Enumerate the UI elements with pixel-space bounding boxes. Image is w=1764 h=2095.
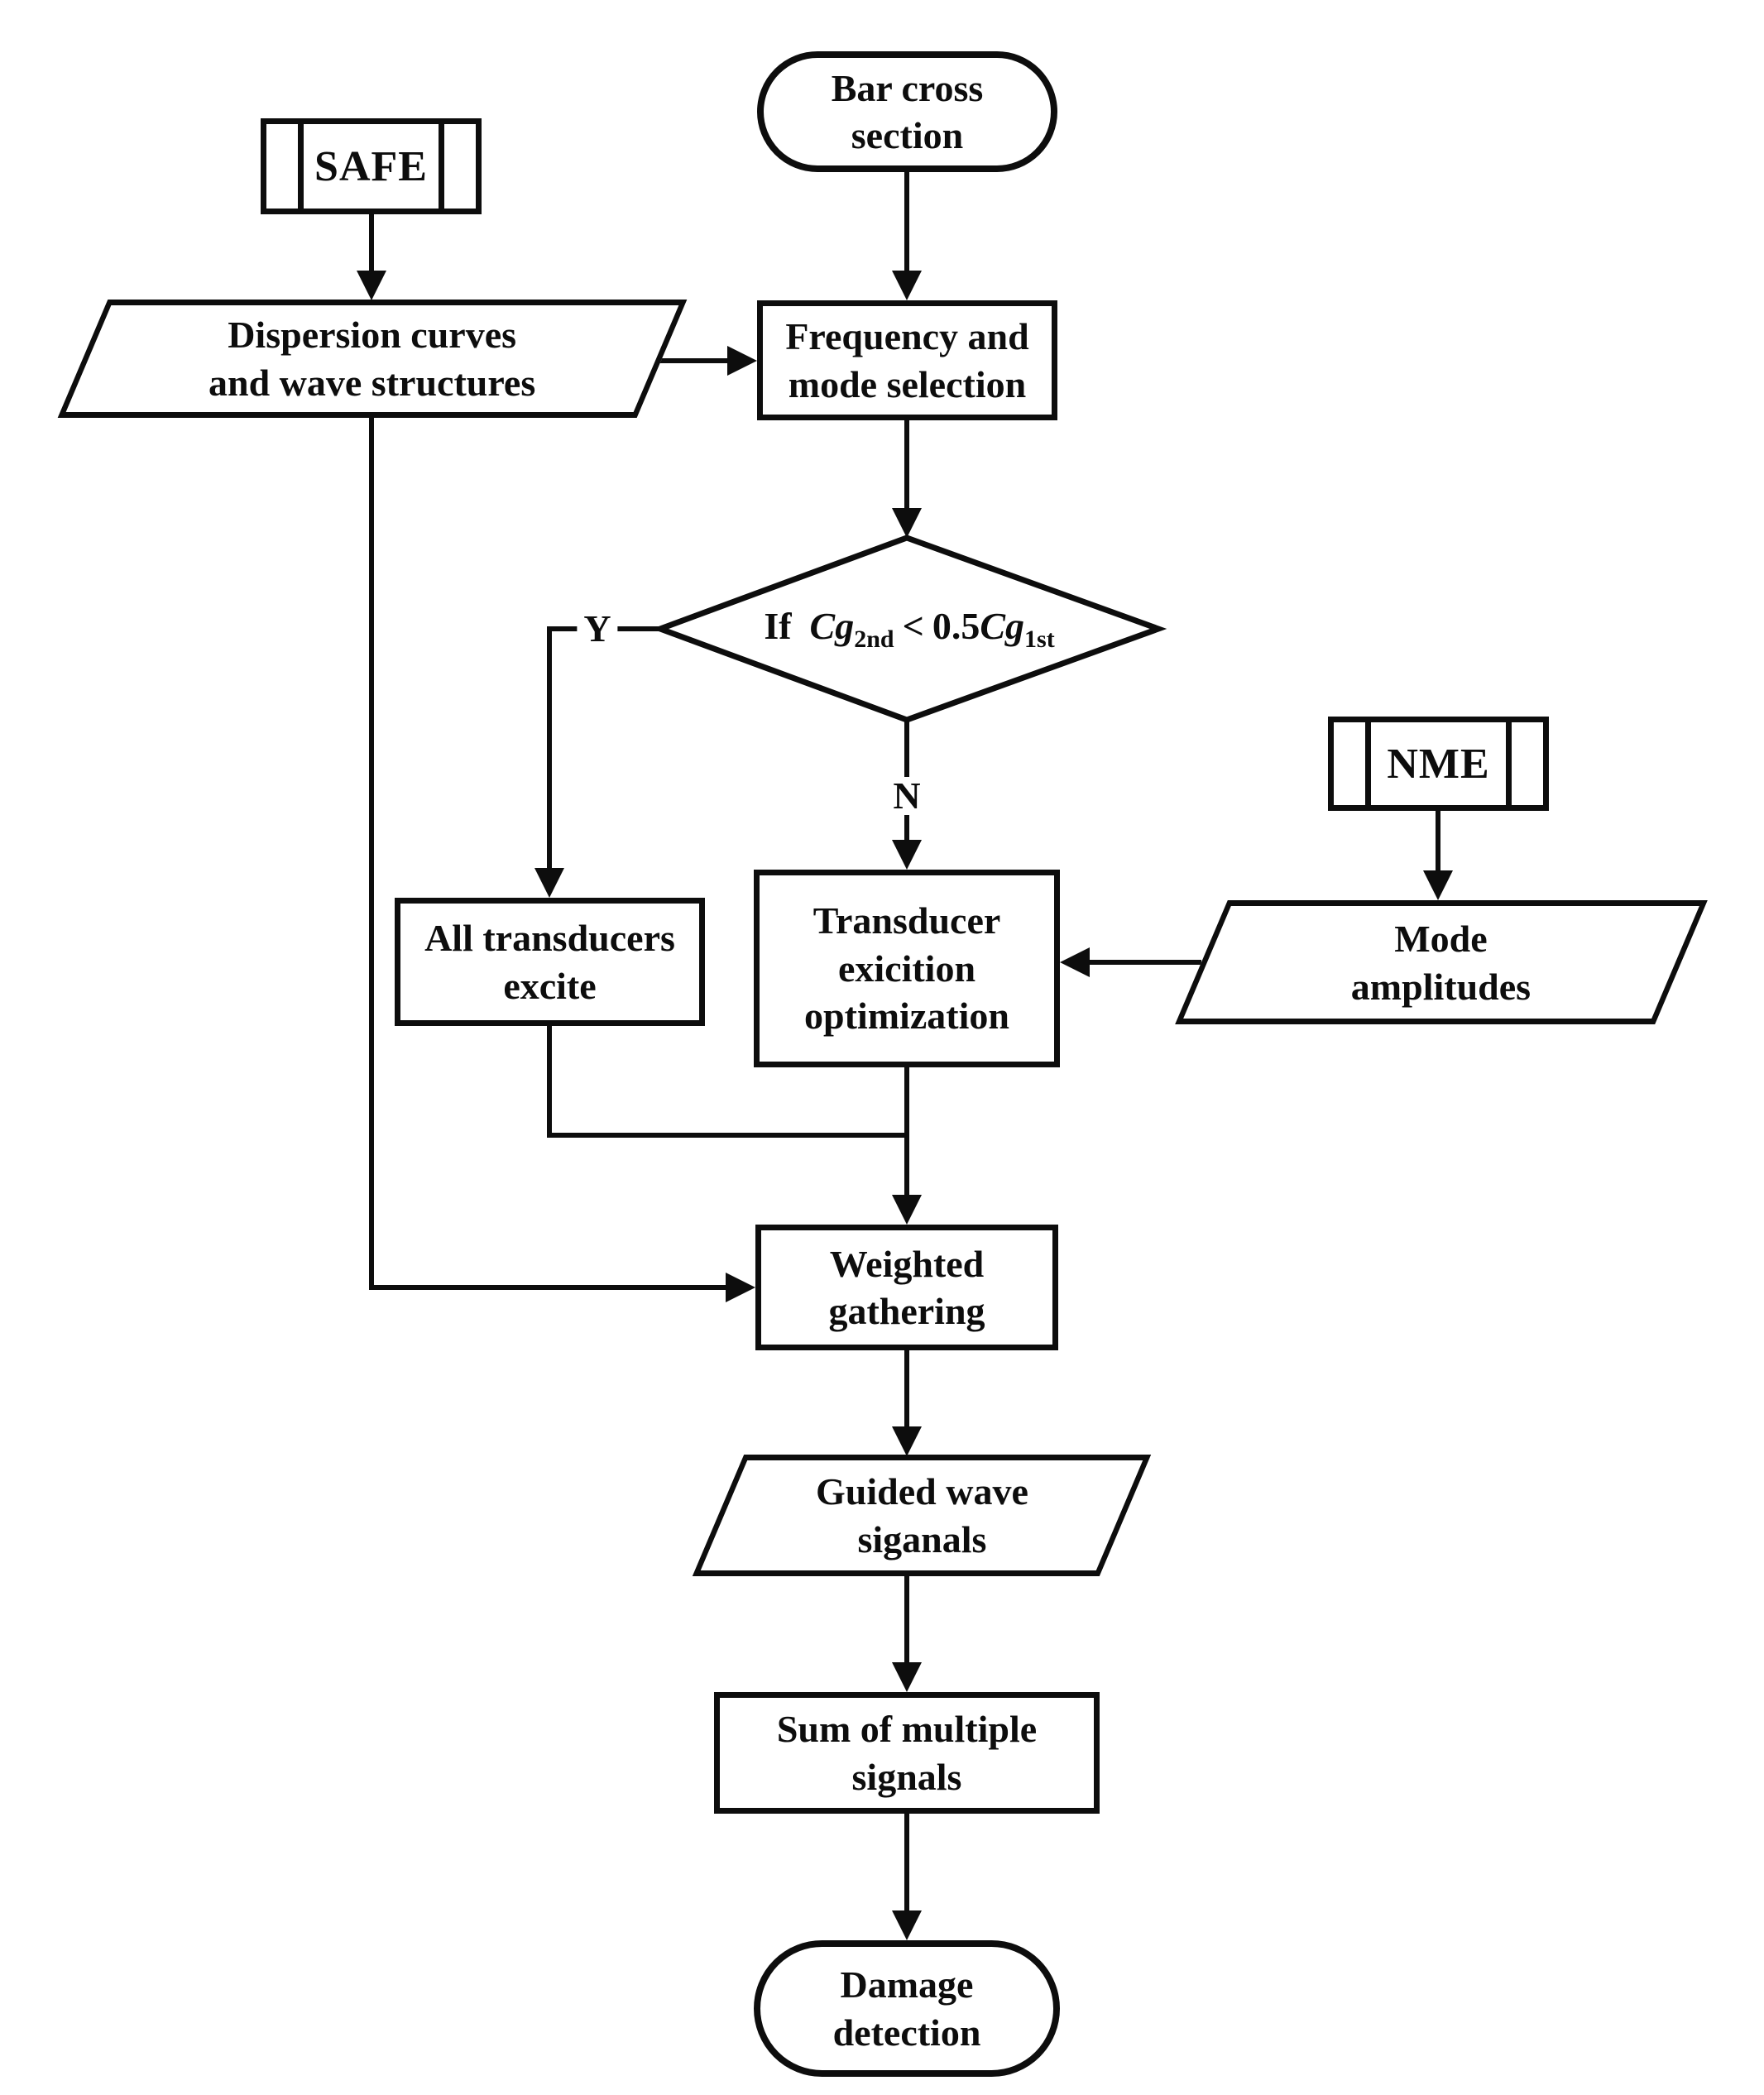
arrowhead xyxy=(892,1426,922,1456)
node-guided-wave-signals: Guided wave siganals xyxy=(692,1455,1152,1576)
node-transducer-optimization-label: Transducer exicition optimization xyxy=(804,899,1009,1038)
arrowhead xyxy=(534,868,564,898)
node-weighted-gathering-label: Weighted gathering xyxy=(828,1242,985,1333)
connector-decision-yes xyxy=(547,626,660,872)
node-nme-label: NME xyxy=(1387,740,1490,788)
node-transducer-optimization: Transducer exicition optimization xyxy=(754,870,1060,1067)
decision-operator: < xyxy=(902,605,924,647)
arrowhead xyxy=(892,1910,922,1940)
node-sum-of-signals-label: Sum of multiple signals xyxy=(776,1708,1038,1798)
arrowhead xyxy=(727,346,757,376)
node-dispersion-curves-label: Dispersion curves and wave structures xyxy=(209,314,536,404)
decision-if: If xyxy=(764,605,792,647)
decision-coefficient: 0.5 xyxy=(932,605,980,647)
predefined-bar xyxy=(298,124,304,209)
node-safe-label: SAFE xyxy=(314,142,428,190)
decision-cg2: Cg xyxy=(809,605,855,647)
predefined-bar xyxy=(439,124,444,209)
arrowhead xyxy=(726,1273,755,1302)
node-bar-cross-section: Bar cross section xyxy=(757,51,1057,172)
node-all-transducers-excite: All transducers excite xyxy=(395,898,705,1026)
branch-label-yes: Y xyxy=(577,610,618,648)
node-weighted-gathering: Weighted gathering xyxy=(755,1225,1058,1350)
connector-alltransducers-merge xyxy=(547,1026,907,1138)
node-frequency-mode-selection-label: Frequency and mode selection xyxy=(785,315,1029,405)
node-bar-cross-section-label: Bar cross section xyxy=(831,66,984,157)
node-frequency-mode-selection: Frequency and mode selection xyxy=(757,300,1057,420)
arrowhead xyxy=(1423,870,1453,900)
node-damage-detection-label: Damage detection xyxy=(832,1963,981,2054)
connector-dispersion-to-weighted xyxy=(369,418,730,1290)
decision-sub-2nd: 2nd xyxy=(854,626,894,653)
arrowhead xyxy=(892,1195,922,1225)
arrowhead xyxy=(892,840,922,870)
arrowhead xyxy=(892,1662,922,1692)
node-dispersion-curves: Dispersion curves and wave structures xyxy=(57,300,688,418)
node-damage-detection: Damage detection xyxy=(754,1940,1060,2077)
node-safe: SAFE xyxy=(261,118,482,214)
node-sum-of-signals: Sum of multiple signals xyxy=(714,1692,1100,1814)
predefined-bar xyxy=(1506,722,1512,805)
decision-cg1: Cg xyxy=(980,605,1025,647)
node-guided-wave-signals-label: Guided wave siganals xyxy=(815,1470,1028,1560)
node-mode-amplitudes: Mode amplitudes xyxy=(1175,900,1708,1024)
arrowhead xyxy=(357,271,386,300)
decision-sub-1st: 1st xyxy=(1024,626,1055,653)
decision-diamond xyxy=(651,535,1167,723)
arrowhead xyxy=(892,508,922,538)
node-mode-amplitudes-label: Mode amplitudes xyxy=(1351,917,1532,1008)
arrowhead xyxy=(1060,947,1090,977)
arrowhead xyxy=(892,271,922,300)
node-all-transducers-excite-label: All transducers excite xyxy=(424,917,675,1007)
predefined-bar xyxy=(1365,722,1371,805)
node-nme: NME xyxy=(1328,717,1549,811)
branch-label-no: N xyxy=(886,777,928,815)
